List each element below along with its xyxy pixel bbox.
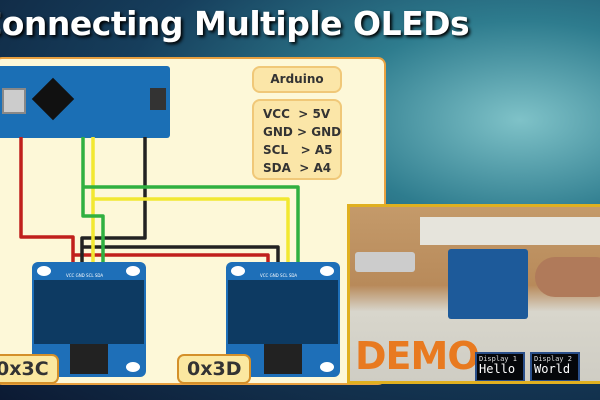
pin-map-scl: SCL > A5 [263,143,333,157]
scl-wire-2 [93,197,290,262]
photo-screen-2: Display 2 World [530,352,580,381]
oled-display-2: VCC GND SCL SDA [226,262,340,377]
vcc-wire [19,137,75,262]
pin-mapping-box: VCC > 5V GND > GND SCL > A5 SDA > A4 [252,99,342,180]
screen-1-big-text: Hello [479,362,516,376]
legend-heading: Arduino [252,66,342,93]
pin-map-vcc: VCC > 5V [263,107,331,121]
screen-2-big-text: World [534,362,571,376]
oled-2-pin-labels: VCC GND SCL SDA [260,273,298,278]
sda-wire-2 [83,185,300,262]
page-title: Connecting Multiple OLEDs [0,4,470,43]
address-label-2: 0x3D [177,354,252,384]
arduino-uno-board [448,249,528,319]
finger [535,257,600,297]
usb-cable [355,252,415,272]
photo-screen-1: Display 1 Hello [475,352,525,381]
vcc-wire-2 [73,253,270,262]
demo-photo: DEMO Display 1 Hello Display 2 World [347,204,600,384]
screen-1-small-text: Display 1 [479,355,517,363]
icsp-header-icon [150,88,166,110]
breadboard-top [420,217,600,245]
pin-map-gnd: GND > GND [263,125,342,139]
usb-port-icon [2,88,26,114]
address-label-1: 0x3C [0,354,59,384]
oled-1-pin-labels: VCC GND SCL SDA [66,273,104,278]
oled-2-chip [264,344,302,374]
gnd-wire-2 [82,245,280,262]
screen-2-small-text: Display 2 [534,355,572,363]
oled-1-chip [70,344,108,374]
demo-badge: DEMO [355,334,480,378]
sda-wire [81,137,105,262]
arduino-nano-board [0,66,170,138]
pin-map-sda: SDA > A4 [263,161,332,175]
